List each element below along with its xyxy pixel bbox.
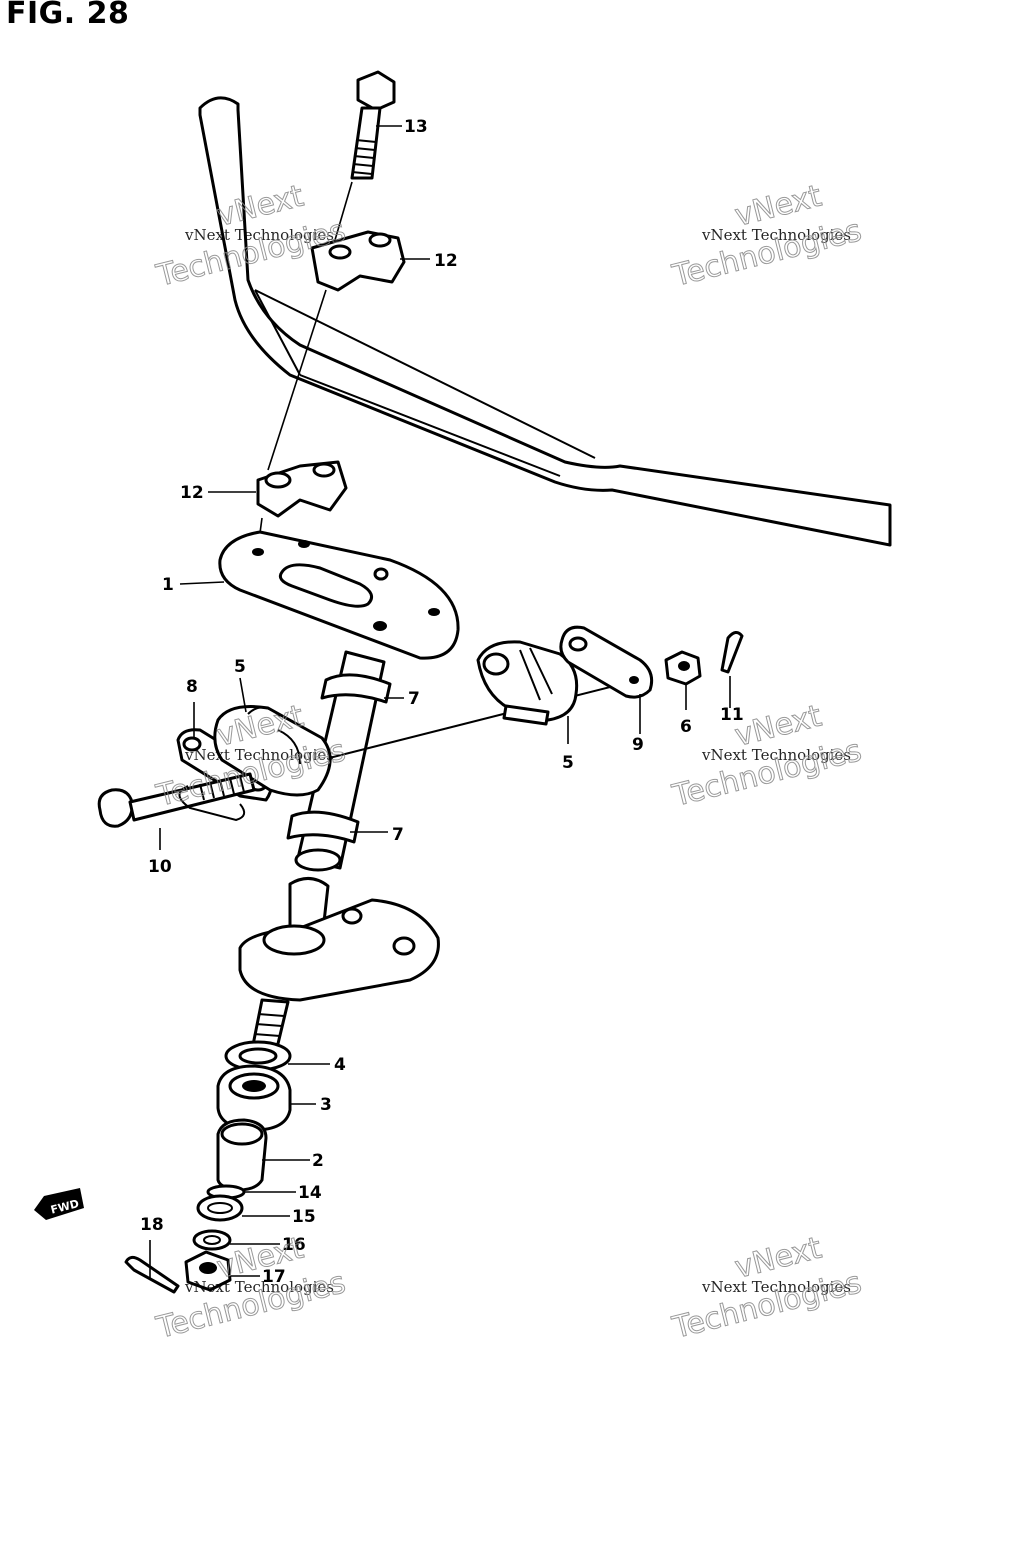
clamp-5-left (213, 705, 332, 797)
bolt-13 (334, 70, 396, 241)
figure-title: FIG. 28 (6, 0, 130, 31)
handlebar (198, 96, 892, 547)
callout-13: 13 (404, 117, 428, 137)
callout-4: 4 (334, 1055, 346, 1075)
cotter-pin-18 (124, 1240, 180, 1294)
callout-9: 9 (632, 735, 644, 755)
callout-14: 14 (298, 1183, 322, 1203)
callout-5-left: 5 (234, 657, 246, 677)
svg-text:vNext Technologies: vNext Technologies (701, 746, 851, 764)
callout-3: 3 (320, 1095, 332, 1115)
nut-17 (184, 1250, 232, 1292)
callout-12-upper: 12 (434, 251, 458, 271)
leader-lines (159, 125, 687, 1277)
svg-text:vNext Technologies: vNext Technologies (701, 226, 851, 244)
callout-8: 8 (186, 677, 198, 697)
cotter-pin-11 (720, 631, 744, 708)
callout-18: 18 (140, 1215, 164, 1235)
clamp-5-right (476, 640, 579, 726)
steering-stem-bracket (238, 877, 440, 1054)
washer-4 (224, 1040, 292, 1072)
svg-text:vNext Technologies: vNext Technologies (184, 1278, 334, 1296)
callout-1: 1 (162, 575, 174, 595)
callout-2: 2 (312, 1151, 324, 1171)
callout-7-upper: 7 (408, 689, 420, 709)
handlebar-holder-1 (218, 530, 460, 660)
upper-clamp-12 (267, 230, 406, 471)
plate-9 (559, 625, 654, 699)
callout-10: 10 (148, 857, 172, 877)
watermark-5: vNext Technologies vNext Technologies (152, 1230, 349, 1346)
svg-text:vNext Technologies: vNext Technologies (184, 226, 334, 244)
callout-17: 17 (262, 1267, 286, 1287)
fwd-arrow-icon: FWD (34, 1188, 84, 1220)
callout-11: 11 (720, 705, 744, 725)
svg-text:vNext Technologies: vNext Technologies (701, 1278, 851, 1296)
watermark-4: vNext Technologies vNext Technologies (668, 698, 865, 814)
callout-7-lower: 7 (392, 825, 404, 845)
watermark-2: vNext Technologies vNext Technologies (668, 178, 865, 294)
callout-6: 6 (680, 717, 692, 737)
callout-15: 15 (292, 1207, 316, 1227)
bearing-3 (216, 1064, 292, 1132)
callout-16: 16 (282, 1235, 306, 1255)
bushing-2 (216, 1118, 268, 1192)
svg-text:vNext Technologies: vNext Technologies (184, 746, 334, 764)
callout-5-right: 5 (562, 753, 574, 773)
washer-15 (196, 1194, 244, 1222)
bolt-10 (97, 772, 256, 828)
washer-16 (192, 1229, 232, 1251)
nut-6 (664, 650, 702, 686)
callout-labels: 13 12 12 1 8 5 7 5 9 6 11 7 10 4 3 2 14 … (140, 117, 744, 1287)
steering-shaft (286, 650, 392, 872)
watermark-6: vNext Technologies vNext Technologies (668, 1230, 865, 1346)
callout-12-lower: 12 (180, 483, 204, 503)
